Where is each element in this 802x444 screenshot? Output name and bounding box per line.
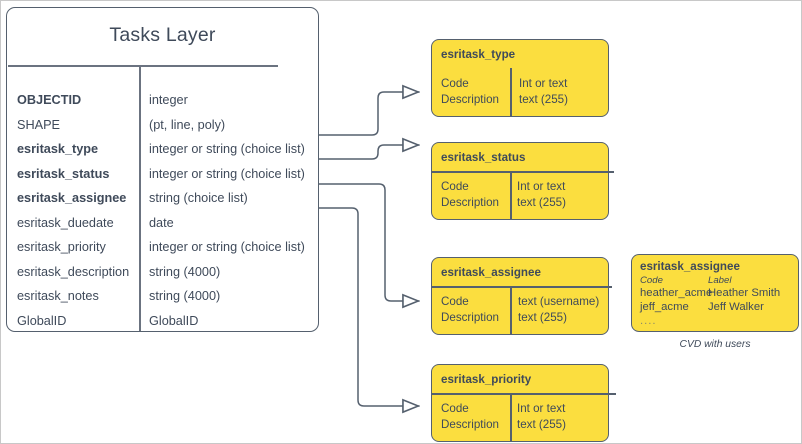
- domain-right-line: text (255): [518, 310, 567, 324]
- table-row: esritask_status integer or string (choic…: [7, 167, 318, 192]
- field-name: esritask_type: [17, 142, 99, 156]
- field-type: date: [149, 215, 174, 230]
- table-row: esritask_assignee string (choice list): [7, 191, 318, 216]
- connector-assignee: [318, 183, 420, 301]
- domain-box-esritask-priority: esritask_priority Code Description Int o…: [431, 364, 616, 442]
- domain-column-divider: [510, 286, 512, 334]
- page-title: Tasks Layer: [109, 24, 216, 46]
- table-row: esritask_type integer or string (choice …: [7, 142, 318, 167]
- domain-left-line: Description: [441, 310, 499, 324]
- cvd-sample-box: esritask_assignee Code Label heather_acm…: [631, 254, 799, 332]
- cvd-title: esritask_assignee: [640, 260, 740, 273]
- domain-left-line: Code: [441, 77, 469, 90]
- domain-left-column: Code Description: [441, 76, 499, 107]
- domain-right-column: Int or text text (255): [517, 401, 566, 432]
- domain-left-line: Description: [441, 195, 499, 209]
- field-type: string (4000): [149, 289, 221, 303]
- domain-box-esritask-status: esritask_status Code Description Int or …: [431, 142, 614, 220]
- domain-left-column: Code Description: [441, 294, 499, 325]
- entity-table-tasks-layer: Tasks Layer OBJECTID integer SHAPE (pt, …: [6, 7, 319, 332]
- field-name: esritask_notes: [17, 289, 99, 303]
- field-type: GlobalID: [149, 313, 199, 328]
- table-row: esritask_description string (4000): [7, 265, 318, 290]
- domain-column-divider: [510, 393, 512, 441]
- connector-type: [318, 92, 420, 136]
- field-name: GlobalID: [17, 313, 67, 328]
- domain-right-line: Int or text: [517, 180, 566, 193]
- field-name: esritask_status: [17, 166, 110, 181]
- domain-right-line: text (255): [517, 195, 566, 209]
- domain-box-esritask-assignee: esritask_assignee Code Description text …: [431, 257, 612, 335]
- domain-left-line: Code: [441, 402, 469, 415]
- entity-column-divider: [139, 65, 141, 331]
- field-type: string (choice list): [149, 191, 248, 205]
- field-name: esritask_priority: [17, 240, 106, 254]
- table-row: GlobalID GlobalID: [7, 314, 318, 339]
- domain-right-line: text (255): [519, 92, 568, 106]
- domain-title-divider: [432, 286, 612, 288]
- domain-left-line: Code: [441, 180, 469, 193]
- cvd-header-code: Code: [640, 275, 663, 286]
- field-name: esritask_description: [17, 264, 130, 279]
- field-name: SHAPE: [17, 117, 61, 132]
- domain-title: esritask_assignee: [441, 266, 541, 279]
- domain-title: esritask_priority: [441, 373, 532, 386]
- domain-right-column: text (username) text (255): [518, 294, 599, 325]
- domain-column-divider: [510, 171, 512, 219]
- domain-left-line: Description: [441, 92, 499, 106]
- domain-right-column: Int or text text (255): [517, 179, 566, 210]
- domain-box-esritask-type: esritask_type Code Description Int or te…: [431, 39, 609, 117]
- domain-right-line: Int or text: [517, 402, 566, 415]
- field-type: integer: [149, 93, 188, 107]
- field-type: integer or string (choice list): [149, 142, 305, 156]
- entity-field-list: OBJECTID integer SHAPE (pt, line, poly) …: [7, 93, 318, 338]
- domain-title: esritask_type: [441, 48, 516, 61]
- domain-title-divider: [432, 393, 616, 395]
- domain-column-divider: [510, 68, 512, 116]
- field-name: esritask_duedate: [17, 215, 114, 230]
- domain-left-column: Code Description: [441, 179, 499, 210]
- domain-left-line: Description: [441, 417, 499, 431]
- domain-right-column: Int or text text (255): [519, 76, 568, 107]
- domain-right-line: text (255): [517, 417, 566, 431]
- cvd-row-code: heather_acme: [640, 287, 713, 299]
- field-type: integer or string (choice list): [149, 166, 305, 181]
- cvd-ellipsis: ....: [640, 315, 657, 327]
- domain-left-column: Code Description: [441, 401, 499, 432]
- connector-priority: [318, 207, 420, 406]
- domain-left-line: Code: [441, 295, 469, 308]
- cvd-caption: CVD with users: [679, 339, 751, 350]
- table-row: SHAPE (pt, line, poly): [7, 118, 318, 143]
- domain-title: esritask_status: [441, 151, 526, 164]
- domain-right-line: Int or text: [519, 77, 568, 90]
- connector-status: [318, 145, 420, 160]
- table-row: esritask_duedate date: [7, 216, 318, 241]
- domain-title-divider: [432, 171, 614, 173]
- domain-right-line: text (username): [518, 295, 600, 308]
- field-type: integer or string (choice list): [149, 240, 305, 254]
- cvd-header-label: Label: [708, 275, 732, 286]
- table-row: esritask_notes string (4000): [7, 289, 318, 314]
- table-row: esritask_priority integer or string (cho…: [7, 240, 318, 265]
- field-name: OBJECTID: [17, 93, 82, 107]
- cvd-row-code: jeff_acme: [640, 301, 689, 313]
- field-type: (pt, line, poly): [149, 117, 226, 132]
- table-row: OBJECTID integer: [7, 93, 318, 118]
- entity-header-divider: [8, 65, 278, 67]
- cvd-row-label: Jeff Walker: [708, 301, 764, 313]
- field-name: esritask_assignee: [17, 191, 127, 205]
- field-type: string (4000): [149, 264, 221, 279]
- cvd-row-label: Heather Smith: [708, 287, 781, 299]
